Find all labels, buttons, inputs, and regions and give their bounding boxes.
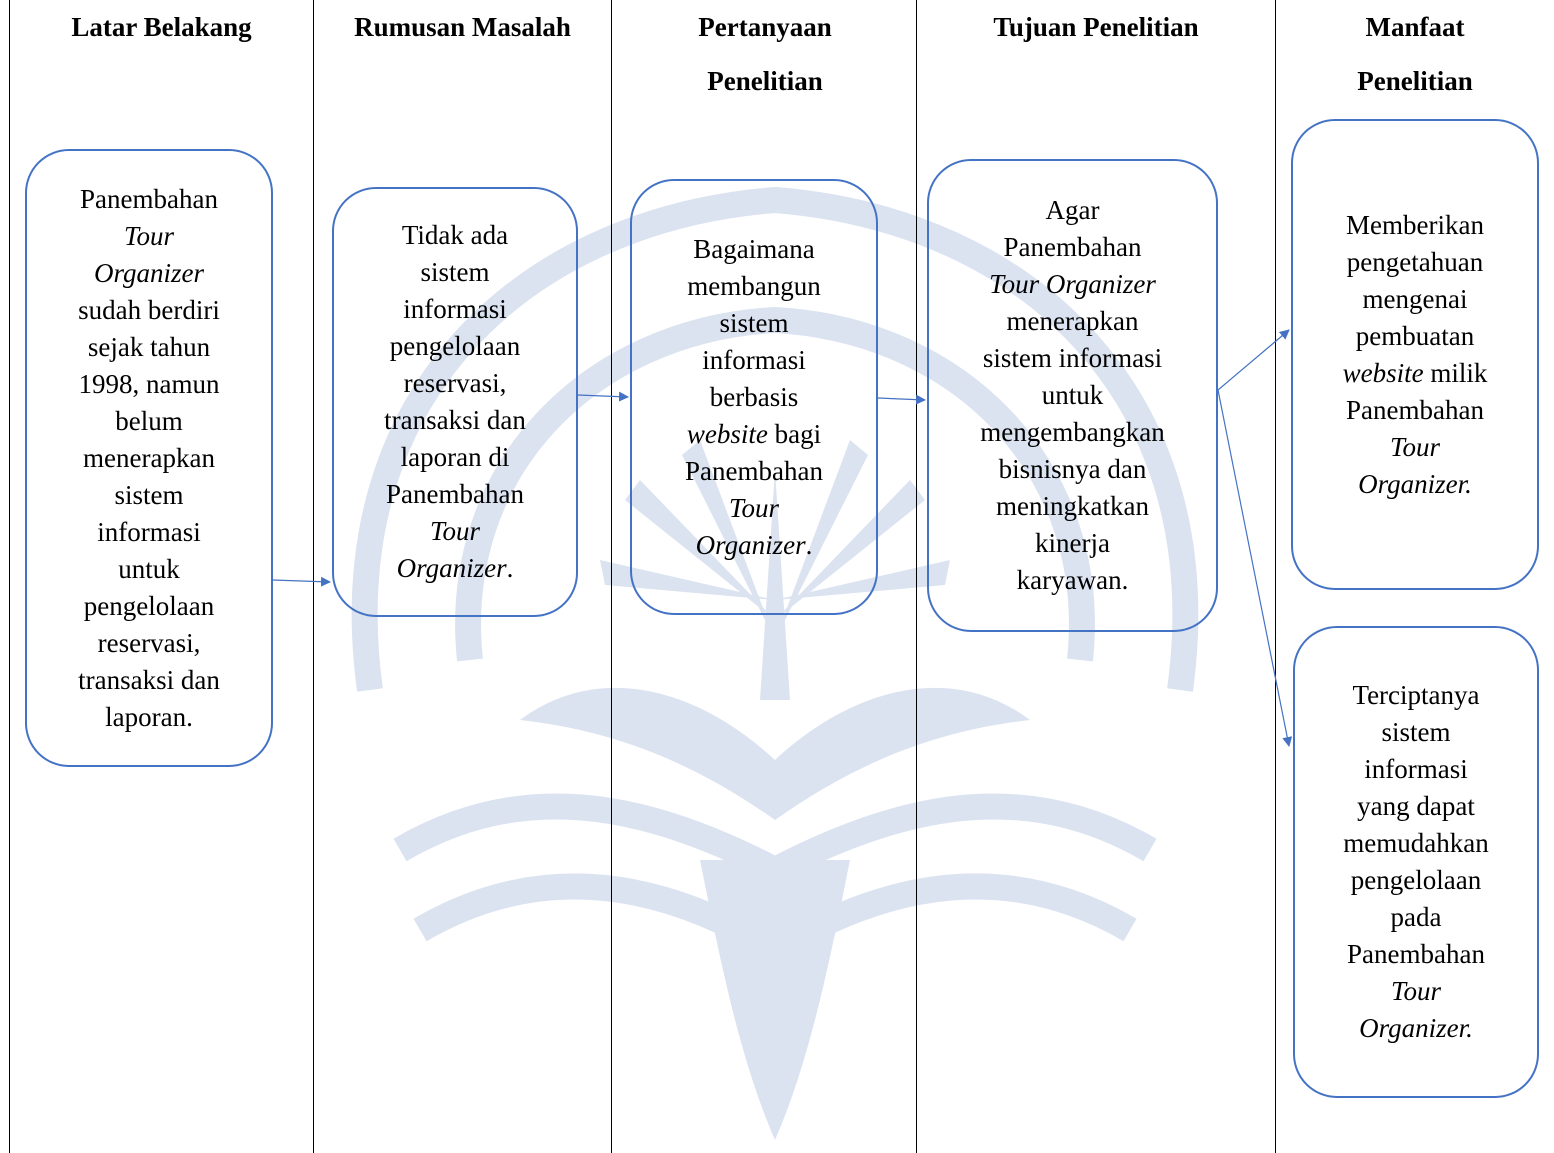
text-line: untuk — [118, 553, 180, 584]
text-line: pembuatan — [1355, 320, 1475, 351]
text-line: informasi — [702, 344, 806, 375]
text-line: Tour — [728, 492, 780, 523]
text-line: menerapkan — [83, 442, 215, 473]
text-line: mengembangkan — [980, 417, 1165, 447]
text-line: menerapkan — [1006, 306, 1139, 336]
rumusan-masalah-text: Tidak ada sistem informasi pengelolaan reser… — [384, 217, 526, 587]
text-line: sistem informasi — [982, 343, 1163, 373]
text-line: informasi — [97, 516, 201, 547]
text-line: untuk — [1041, 380, 1104, 410]
text-line: Panembahan — [80, 183, 218, 214]
table-divider-1 — [313, 0, 314, 1153]
manfaat-penelitian-box-2: Terciptanya sistem informasi yang dapat memu… — [1293, 626, 1539, 1098]
text-line: Terciptanya — [1352, 680, 1480, 710]
text-line: Tour — [429, 516, 481, 546]
text-line: sudah berdiri — [78, 294, 220, 325]
text-line: pengelolaan — [389, 331, 521, 361]
text-line: Tidak ada — [401, 220, 509, 250]
text-line: membangun — [687, 270, 821, 301]
text-line: Panembahan — [685, 455, 823, 486]
text-line: mengenai — [1362, 283, 1468, 314]
manfaat-penelitian-1-text: Memberikan pengetahuan mengenai pembuatan we… — [1343, 207, 1488, 503]
text-line: pengelolaan — [83, 590, 215, 621]
text-line: Bagaimana — [693, 233, 815, 264]
text-line: Panembahan — [386, 479, 524, 509]
text-line: sistem — [420, 257, 490, 287]
text-line: pengelolaan — [1350, 865, 1482, 895]
text-line: sistem — [1381, 717, 1451, 747]
column-header-tujuan-penelitian: Tujuan Penelitian — [993, 12, 1199, 42]
table-divider-3 — [916, 0, 917, 1153]
text-line: meningkatkan — [996, 491, 1149, 521]
text-line: informasi — [403, 294, 507, 324]
column-header-rumusan-masalah: Rumusan Masalah — [354, 12, 571, 42]
table-divider-2 — [611, 0, 612, 1153]
text-line: pengetahuan — [1346, 246, 1484, 277]
text-line: memudahkan — [1343, 828, 1489, 858]
text-line: Tour — [123, 220, 175, 251]
text-line: sejak tahun — [87, 331, 211, 362]
text-line: transaksi dan — [78, 664, 220, 695]
table-border-left — [9, 0, 10, 1153]
text-line: bisnisnya dan — [998, 454, 1147, 484]
table-divider-4 — [1275, 0, 1276, 1153]
text-line: laporan di — [400, 442, 510, 472]
pertanyaan-penelitian-box: Bagaimana membangun sistem informasi berbasi… — [630, 179, 878, 615]
text-line: pada — [1390, 902, 1442, 932]
text-line: Panembahan — [1346, 394, 1484, 425]
text-line: reservasi, — [97, 627, 201, 658]
text-line: Tour Organizer — [989, 269, 1156, 299]
text-line: Organizer — [93, 257, 204, 288]
text-line: kinerja — [1035, 528, 1110, 558]
rumusan-masalah-box: Tidak ada sistem informasi pengelolaan reser… — [332, 187, 578, 617]
text-line: Organizer. — [695, 529, 813, 560]
text-line: Organizer. — [1359, 1013, 1473, 1043]
text-line: informasi — [1364, 754, 1468, 784]
text-line: Agar — [1045, 195, 1100, 225]
text-line: sistem — [114, 479, 184, 510]
manfaat-penelitian-2-text: Terciptanya sistem informasi yang dapat memu… — [1343, 677, 1488, 1047]
text-line: laporan. — [105, 701, 193, 732]
column-header-pertanyaan-penelitian: Pertanyaan Penelitian — [698, 12, 832, 96]
text-line: belum — [115, 405, 183, 436]
text-line: Panembahan — [1347, 939, 1485, 969]
text-line: Panembahan — [1003, 232, 1142, 262]
text-line: berbasis — [709, 381, 799, 412]
text-line: Tour — [1389, 431, 1441, 462]
text-line: Tour — [1390, 976, 1442, 1006]
text-line: website milik — [1342, 357, 1488, 388]
text-line: sistem — [719, 307, 789, 338]
text-line: reservasi, — [403, 368, 507, 398]
text-line: Memberikan — [1346, 209, 1484, 240]
text-line: Organizer. — [1358, 468, 1472, 499]
text-line: website bagi — [686, 418, 822, 449]
column-header-latar-belakang: Latar Belakang — [71, 12, 252, 42]
text-line: yang dapat — [1357, 791, 1475, 821]
text-line: Organizer. — [396, 553, 514, 583]
text-line: transaksi dan — [384, 405, 526, 435]
text-line: 1998, namun — [78, 368, 220, 399]
text-line: karyawan. — [1016, 565, 1129, 595]
manfaat-penelitian-box-1: Memberikan pengetahuan mengenai pembuatan we… — [1291, 119, 1539, 590]
column-header-manfaat-penelitian: Manfaat Penelitian — [1357, 12, 1473, 96]
pertanyaan-penelitian-text: Bagaimana membangun sistem informasi berbasi… — [685, 231, 823, 564]
